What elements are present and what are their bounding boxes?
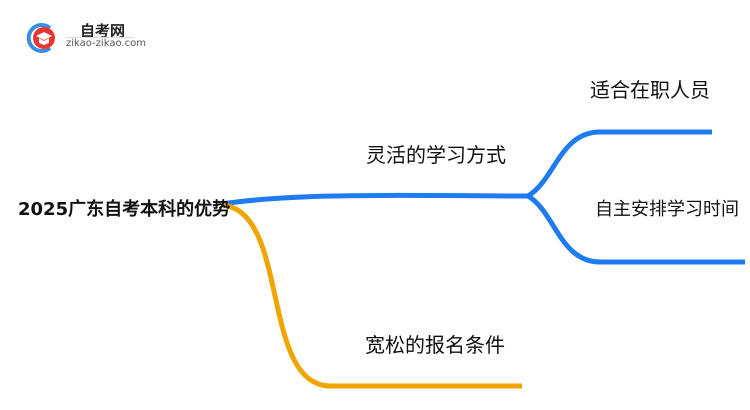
branch-flexible-study: 灵活的学习方式	[366, 143, 506, 167]
leaf-working-people: 适合在职人员	[590, 78, 710, 102]
connector-root-to-conditions	[221, 202, 522, 389]
leaf-self-schedule: 自主安排学习时间	[595, 199, 739, 220]
connector-to-working	[526, 129, 712, 199]
graduation-cap-icon	[26, 23, 55, 53]
logo-url: zikao-zikao.com	[66, 38, 146, 49]
branch-relaxed-conditions: 宽松的报名条件	[365, 333, 505, 357]
connector-root-to-flexible	[221, 192, 531, 207]
logo-divider	[66, 37, 134, 38]
logo-title: 自考网	[80, 22, 126, 40]
root-node: 2025广东自考本科的优势	[18, 199, 231, 220]
connector-to-schedule	[526, 193, 745, 265]
